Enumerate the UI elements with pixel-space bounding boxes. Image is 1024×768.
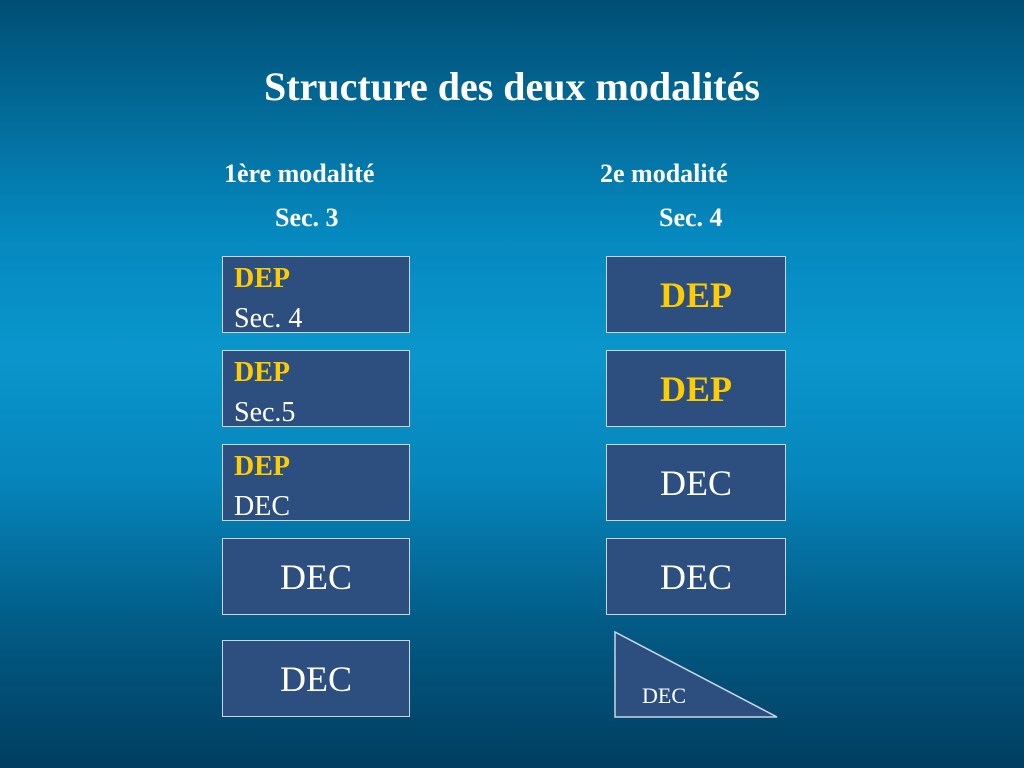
box-line-secondary: Sec. 4 — [234, 303, 303, 334]
column-2-title: 2e modalité — [600, 159, 728, 188]
slide-title: Structure des deux modalités — [264, 64, 760, 109]
box-label: DEC — [280, 556, 352, 597]
column-1-box-3: DEP DEC — [222, 444, 410, 522]
box-label: DEP — [660, 274, 732, 315]
column-1-box-4: DEC — [222, 538, 410, 615]
column-2-subtitle: Sec. 4 — [659, 203, 723, 232]
box-line-secondary: Sec.5 — [234, 397, 296, 428]
triangle-label: DEC — [642, 683, 686, 708]
box-label: DEC — [280, 658, 352, 699]
column-1-subtitle: Sec. 3 — [275, 203, 339, 232]
column-1-title: 1ère modalité — [224, 159, 375, 188]
box-line-primary: DEP — [234, 357, 290, 388]
column-1-heading: 1ère modalité Sec. 3 — [0, 152, 1024, 242]
column-1-box-2: DEP Sec.5 — [222, 350, 410, 428]
box-label: DEC — [660, 556, 732, 597]
column-1-box-1: DEP Sec. 4 — [222, 256, 410, 334]
column-2-box-3: DEC — [606, 444, 786, 521]
box-line-primary: DEP — [234, 263, 290, 294]
box-label: DEP — [660, 368, 732, 409]
column-1-box-5: DEC — [222, 640, 410, 717]
box-line-secondary: DEC — [234, 491, 290, 522]
column-2-box-4: DEC — [606, 538, 786, 615]
column-2-triangle: DEC — [612, 630, 780, 720]
box-line-primary: DEP — [234, 451, 290, 482]
triangle-shape — [614, 630, 778, 718]
column-2-heading: 2e modalité Sec. 4 — [0, 152, 1024, 242]
box-label: DEC — [660, 462, 732, 503]
column-2-box-1: DEP — [606, 256, 786, 333]
column-2-box-2: DEP — [606, 350, 786, 427]
